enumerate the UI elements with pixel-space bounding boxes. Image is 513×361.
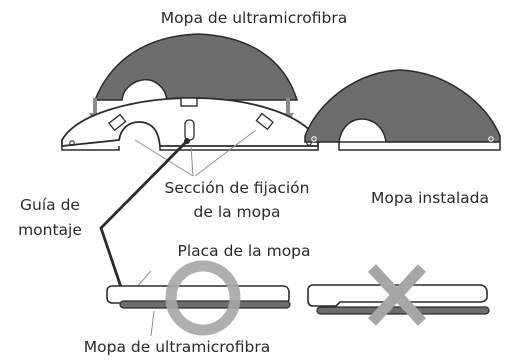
label-guide-line1: Guía de (20, 196, 80, 214)
label-installed: Mopa instalada (371, 189, 489, 207)
label-mop-bottom: Mopa de ultramicrofibra (84, 338, 270, 356)
label-section-line1: Sección de fijación (165, 179, 310, 197)
label-plate: Placa de la mopa (177, 242, 310, 260)
circle-correct-icon (165, 260, 241, 336)
plate-pointer-line (135, 270, 152, 289)
mop-pad-top (93, 33, 299, 101)
label-mop-top: Mopa de ultramicrofibra (161, 9, 347, 27)
mop-bottom-pointer-line (150, 310, 155, 337)
label-guide-line2: montaje (18, 221, 82, 239)
section-pointer-lines (134, 129, 257, 177)
installed-mop-assembly (304, 69, 501, 151)
label-section-line2: de la mopa (194, 203, 281, 221)
base-plate-exploded (61, 97, 319, 151)
cross-incorrect-icon (367, 264, 427, 326)
side-view-correct (106, 285, 291, 309)
